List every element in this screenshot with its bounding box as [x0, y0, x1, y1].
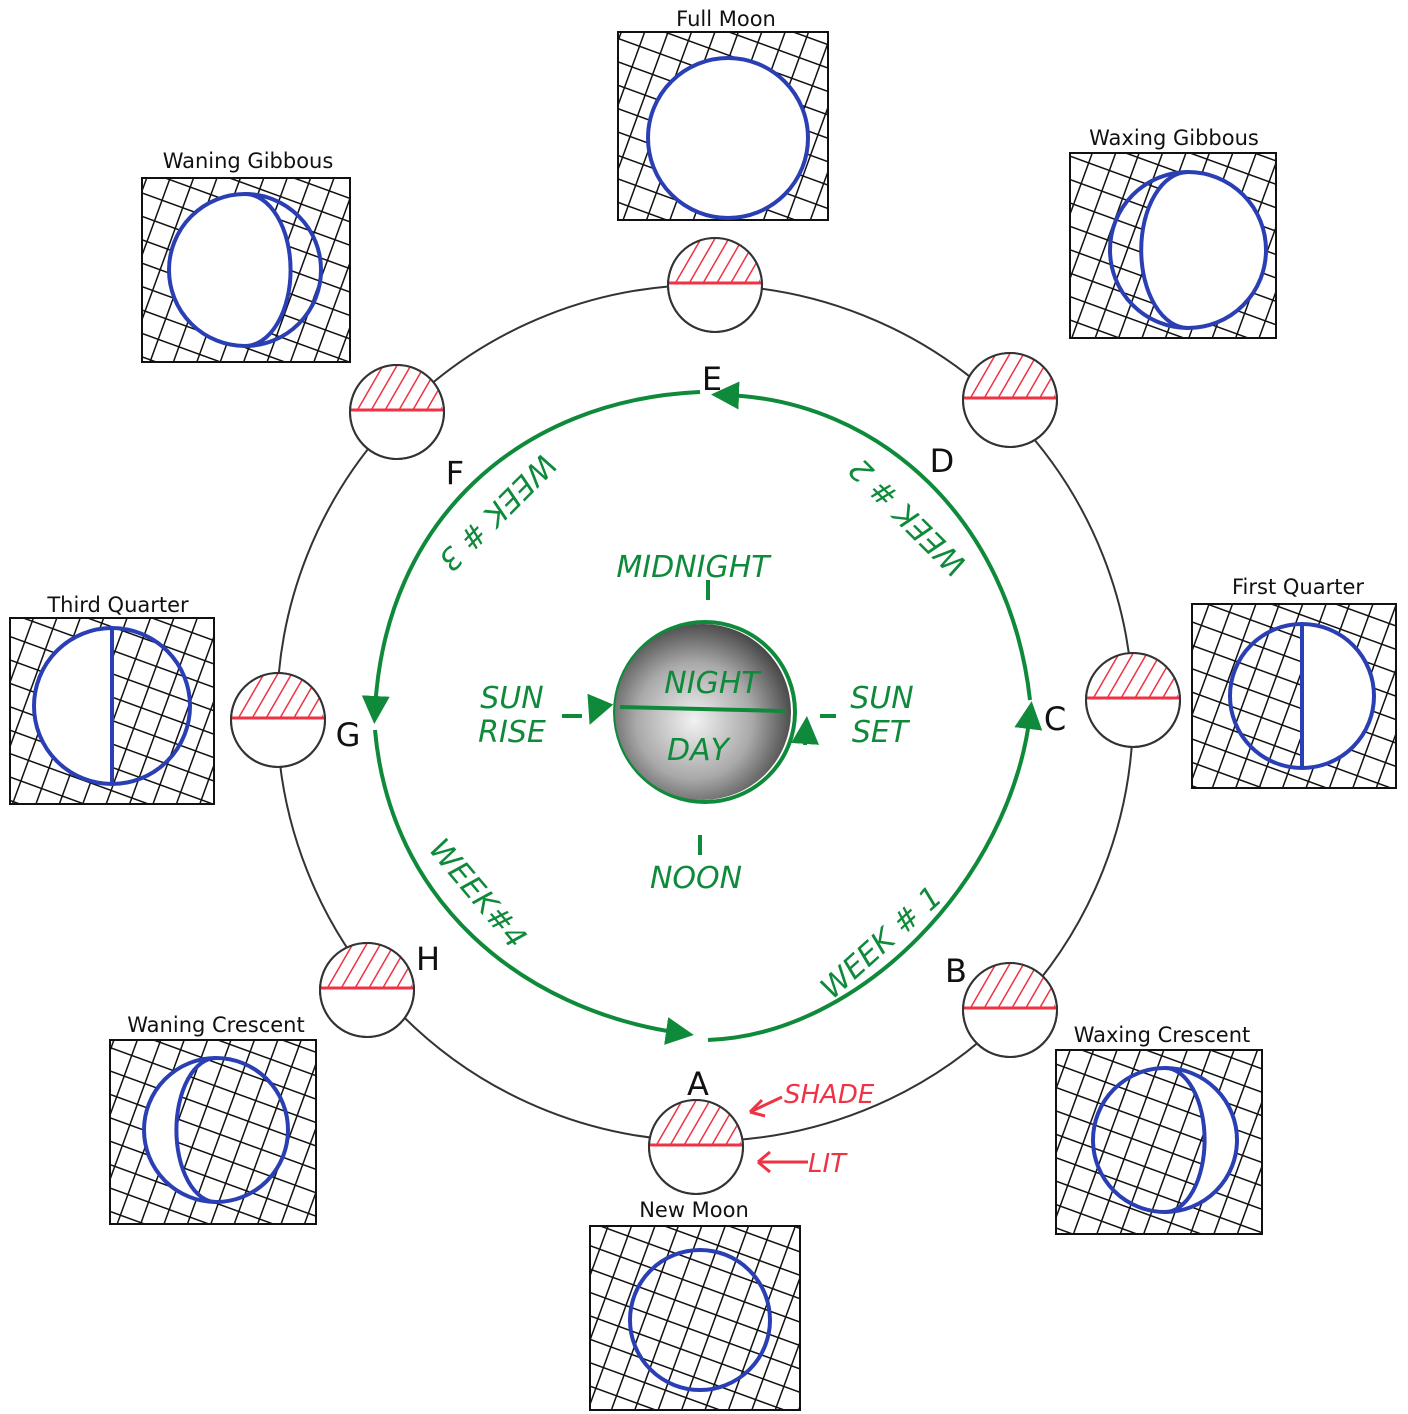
phase-box-first-quarter: First Quarter — [1191, 575, 1397, 789]
noon-label: NOON — [650, 861, 742, 896]
lit-label: LIT — [808, 1149, 848, 1179]
earth-night-label: NIGHT — [664, 666, 762, 701]
orbit-moon-d — [962, 352, 1058, 448]
orbit-moon-h — [319, 942, 415, 1038]
earth: NIGHT DAY — [562, 580, 836, 855]
phase-box-waxing-gibbous: Waxing Gibbous — [1069, 126, 1277, 339]
orbit-moon-b — [962, 962, 1058, 1058]
orbit-moon-e — [667, 237, 763, 333]
earth-day-label: DAY — [667, 733, 732, 768]
phase-box-waning-gibbous: Waning Gibbous — [141, 149, 351, 363]
phase-box-third-quarter: Third Quarter — [9, 593, 215, 805]
phase-label-new: New Moon — [639, 1198, 749, 1222]
phase-box-waning-crescent: Waning Crescent — [109, 1013, 317, 1225]
position-letter-d: D — [930, 442, 955, 480]
orbit-moon-a — [648, 1099, 744, 1195]
phase-label-waxing-crescent: Waxing Crescent — [1074, 1023, 1251, 1047]
position-letter-a: A — [687, 1065, 709, 1103]
week-4-label: WEEK#4 — [422, 832, 533, 955]
sunset-label-2: SET — [852, 715, 911, 750]
sunrise-label-1: SUN — [480, 681, 543, 716]
position-letter-e: E — [702, 360, 722, 398]
phase-label-waxing-gibbous: Waxing Gibbous — [1089, 126, 1259, 150]
sunset-label-1: SUN — [850, 681, 913, 716]
shade-lit-legend: SHADE LIT — [748, 1080, 875, 1179]
shade-label: SHADE — [784, 1080, 875, 1110]
sunrise-label-2: RISE — [478, 715, 546, 750]
position-letter-f: F — [446, 454, 464, 492]
position-letter-c: C — [1044, 700, 1066, 738]
position-letter-h: H — [416, 940, 440, 978]
phase-box-new: New Moon — [589, 1198, 801, 1411]
orbit-moon-g — [230, 672, 326, 768]
phase-label-waning-crescent: Waning Crescent — [127, 1013, 304, 1037]
phase-box-waxing-crescent: Waxing Crescent — [1055, 1023, 1263, 1235]
phase-label-first-quarter: First Quarter — [1232, 575, 1364, 599]
position-letter-g: G — [336, 716, 361, 754]
orbit-moon-c — [1085, 652, 1181, 748]
phase-label-waning-gibbous: Waning Gibbous — [163, 149, 334, 173]
phase-label-third-quarter: Third Quarter — [46, 593, 189, 617]
earth-globe — [615, 624, 791, 800]
midnight-label: MIDNIGHT — [616, 550, 772, 585]
green-orbit-path — [361, 381, 1043, 1045]
position-letter-b: B — [945, 952, 967, 990]
phase-box-full: Full Moon — [617, 7, 829, 221]
phase-label-full: Full Moon — [676, 7, 776, 31]
orbit-moon-f — [349, 364, 445, 460]
week-1-label: WEEK # 1 — [814, 880, 949, 1007]
